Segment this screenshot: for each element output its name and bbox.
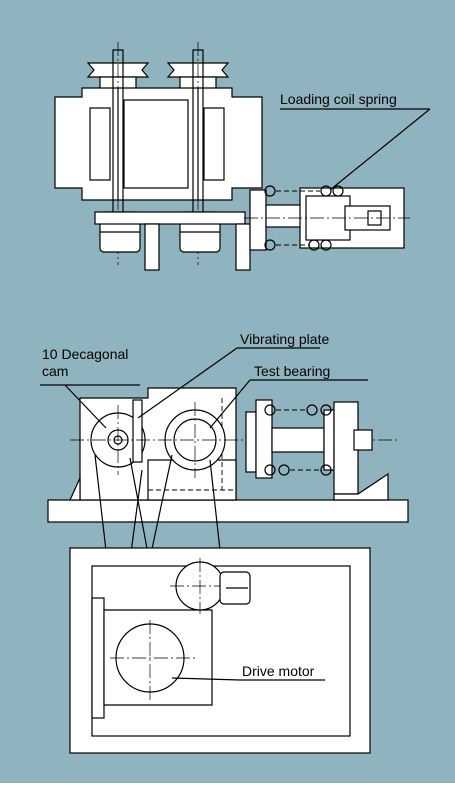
motor-end-plate [91, 597, 105, 719]
label-decagonal-cam-2: cam [42, 363, 68, 379]
label-decagonal-cam-1: 10 Decagonal [42, 346, 128, 362]
top-view [54, 42, 431, 271]
label-drive-motor: Drive motor [242, 663, 315, 679]
side-view [47, 387, 409, 523]
label-loading-coil-spring: Loading coil spring [280, 91, 397, 107]
label-vibrating-plate: Vibrating plate [240, 331, 329, 347]
motor-view [69, 547, 371, 754]
top-housing [54, 87, 263, 201]
leader-lines [40, 347, 368, 681]
label-test-bearing: Test bearing [254, 363, 330, 379]
vibrating-plate [132, 399, 143, 463]
